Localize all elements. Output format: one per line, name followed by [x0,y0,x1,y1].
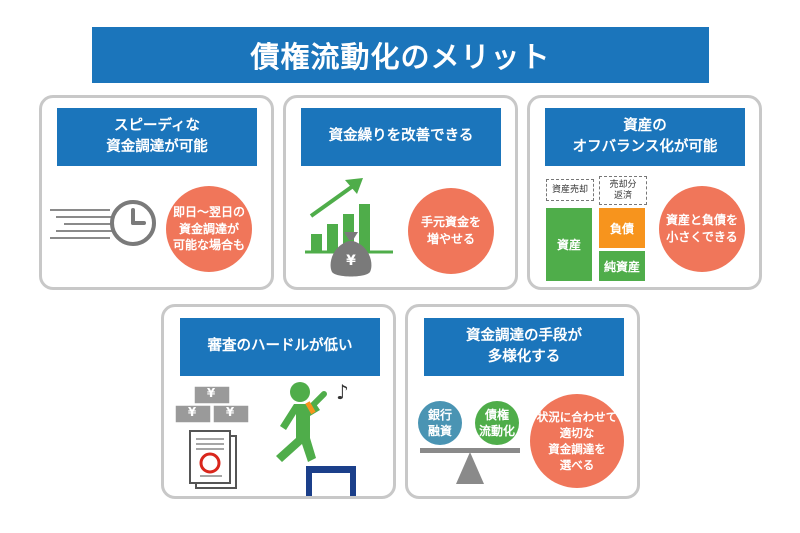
card-offbalance-heading: 資産のオフバランス化が可能 [545,108,745,166]
clock-icon [110,200,156,246]
speed-lines-icon [50,209,112,239]
money-bag-yen-symbol: ¥ [346,253,356,269]
card-speedy-heading: スピーディな資金調達が可能 [57,108,257,166]
card-cashflow-heading: 資金繰りを改善できる [301,108,501,166]
money-stack-yen-left: ¥ [187,405,197,419]
offbalance-benefit-circle: 資産と負債を小さくできる [659,186,745,272]
factoring-circle: 債権流動化 [475,401,519,445]
cash-benefit-circle: 手元資金を増やせる [408,188,494,274]
money-bag-icon [330,232,372,277]
card-diversify-heading: 資金調達の手段が多様化する [424,318,624,376]
balance-scale-icon [420,448,520,484]
repayment-label: 売却分返済 [599,176,647,205]
balance-sheet-asset: 資産 [546,208,592,281]
music-note-icon: ♪ [336,380,349,404]
speedy-benefit-circle: 即日～翌日の資金調達が可能な場合も [166,186,252,272]
page-title: 債権流動化のメリット [92,27,709,83]
person-jumping-hurdle-icon [276,382,356,496]
money-stack-icon [174,385,250,424]
money-stack-yen-right: ¥ [225,405,235,419]
diversify-benefit-circle: 状況に合わせて適切な資金調達を選べる [530,394,624,488]
card-hurdle-heading: 審査のハードルが低い [180,318,380,376]
approved-document-icon [189,430,237,489]
bank-loan-circle: 銀行融資 [418,401,462,445]
balance-sheet-equity: 純資産 [599,251,645,281]
money-stack-yen-top: ¥ [206,386,216,400]
asset-sale-label: 資産売却 [546,179,594,201]
balance-sheet-liability: 負債 [599,208,645,248]
